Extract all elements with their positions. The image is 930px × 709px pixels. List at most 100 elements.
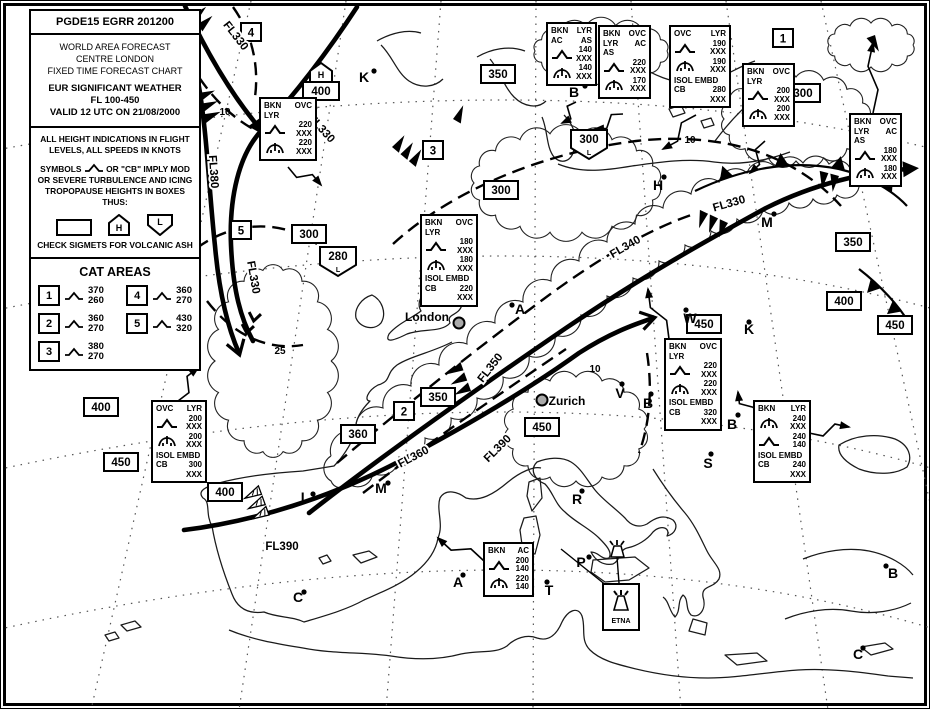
cb-row: ISOL EMBD CB 280 XXX bbox=[674, 75, 726, 104]
city-label: L bbox=[301, 489, 310, 505]
ice-row: 240 XXX bbox=[758, 414, 806, 432]
tropopause-box: 400 bbox=[83, 397, 119, 417]
turb-row: 200 XXX bbox=[747, 86, 790, 104]
turb-row: 200 XXX bbox=[156, 414, 202, 432]
svg-text:1: 1 bbox=[780, 34, 787, 46]
note-symbols: SYMBOLS OR "CB" IMPLY MOD bbox=[40, 163, 190, 174]
graticule-label: 25 bbox=[274, 346, 286, 357]
cat-area-number-box: 4 bbox=[240, 22, 262, 42]
svg-text:300: 300 bbox=[579, 134, 598, 146]
svg-text:300: 300 bbox=[491, 185, 510, 197]
city-dot bbox=[460, 572, 466, 578]
svg-text:L: L bbox=[157, 217, 163, 227]
city-dot bbox=[371, 68, 377, 74]
city-dot bbox=[310, 491, 316, 497]
cat-area-number: 3 bbox=[38, 341, 60, 362]
city-dot bbox=[883, 563, 889, 569]
city-label: B bbox=[643, 395, 653, 411]
turbulence-icon bbox=[855, 149, 875, 160]
cloud-line: AS bbox=[603, 48, 615, 57]
cat-top-level: 430 bbox=[176, 312, 192, 324]
cloud-line: LYR bbox=[425, 227, 441, 237]
turb-row: 220 XXX bbox=[264, 120, 312, 138]
tropopause-box: 450 bbox=[103, 452, 139, 472]
city-circle bbox=[452, 316, 466, 330]
turb-row: 240 140 bbox=[758, 432, 806, 450]
centre-line: WORLD AREA FORECAST bbox=[59, 42, 171, 52]
turb-row: 180 XXX bbox=[425, 237, 473, 255]
turbulence-icon bbox=[426, 241, 446, 251]
svg-text:350: 350 bbox=[488, 69, 507, 81]
cat-top-level: 360 bbox=[176, 284, 192, 296]
note-heights: LEVELS, ALL SPEEDS IN KNOTS bbox=[49, 145, 181, 155]
city-dot bbox=[661, 174, 667, 180]
icing-icon bbox=[671, 383, 689, 394]
jet-flight-level-label: FL340 bbox=[608, 234, 643, 261]
named-city-label: London bbox=[405, 310, 449, 324]
etna-label: ETNA bbox=[611, 618, 631, 625]
etna-volcano-box: ETNA bbox=[602, 583, 640, 631]
tropopause-box: 450 bbox=[877, 315, 913, 335]
cb-row: ISOL EMBD CB 220 XXX bbox=[425, 274, 473, 302]
cat-bottom-level: 270 bbox=[176, 294, 192, 306]
turb-row: 180 XXX bbox=[854, 146, 897, 164]
turb-row: 220 XXX bbox=[669, 361, 717, 379]
centre-line: CENTRE LONDON bbox=[75, 54, 154, 64]
map-volcano-icon bbox=[609, 540, 625, 558]
city-dot bbox=[746, 319, 752, 325]
icing-icon bbox=[427, 259, 445, 270]
ice-row: 220 140 bbox=[488, 574, 529, 592]
city-dot bbox=[860, 645, 866, 651]
icing-icon bbox=[490, 578, 508, 589]
tropopause-box: 400 bbox=[826, 291, 862, 311]
city-dot bbox=[301, 589, 307, 595]
city-label: K bbox=[359, 69, 369, 85]
turbulence-icon bbox=[65, 347, 83, 356]
city-dot bbox=[619, 381, 625, 387]
ice-row: 200 XXX bbox=[747, 104, 790, 122]
tropopause-box-icon bbox=[56, 219, 92, 236]
turb-row: 200 140 bbox=[488, 556, 529, 574]
product-line: EUR SIGNIFICANT WEATHER bbox=[48, 83, 182, 94]
named-city-label: Zurich bbox=[549, 394, 586, 408]
cat-area-number-box: 3 bbox=[422, 140, 444, 160]
svg-text:350: 350 bbox=[428, 392, 447, 404]
icing-icon bbox=[749, 108, 767, 119]
tropopause-box: 300 bbox=[291, 224, 327, 244]
graticule-label: 10 bbox=[219, 107, 231, 118]
jet-flight-level-label: FL360 bbox=[396, 444, 431, 470]
cb-row: ISOL EMBD CB 320 XXX bbox=[669, 398, 717, 426]
city-dot bbox=[586, 554, 592, 560]
cat-area-number: 2 bbox=[38, 313, 60, 334]
jet-flight-level-label: FL330 bbox=[712, 194, 747, 215]
jet-flight-level-label: FL380 bbox=[206, 155, 220, 189]
turbulence-icon bbox=[153, 291, 172, 300]
city-label: S bbox=[703, 455, 712, 471]
tropopause-shapes: H L bbox=[33, 214, 197, 236]
jet-flight-level-label: FL330 bbox=[244, 260, 262, 295]
ice-row: 140 XXX bbox=[551, 63, 592, 81]
product-line: FL 100-450 bbox=[90, 95, 140, 106]
cat-bottom-level: 270 bbox=[88, 322, 104, 334]
turbulence-icon bbox=[84, 163, 103, 172]
ice-row: 190 XXX bbox=[674, 57, 726, 75]
svg-text:400: 400 bbox=[311, 86, 330, 98]
jet-flight-level-label: FL390 bbox=[482, 433, 514, 465]
turbulence-icon bbox=[157, 417, 177, 428]
svg-text:350: 350 bbox=[843, 237, 862, 249]
note-heights: ALL HEIGHT INDICATIONS IN FLIGHT bbox=[40, 134, 190, 144]
graticule-label: 10 bbox=[589, 364, 601, 375]
city-label: A bbox=[453, 574, 463, 590]
